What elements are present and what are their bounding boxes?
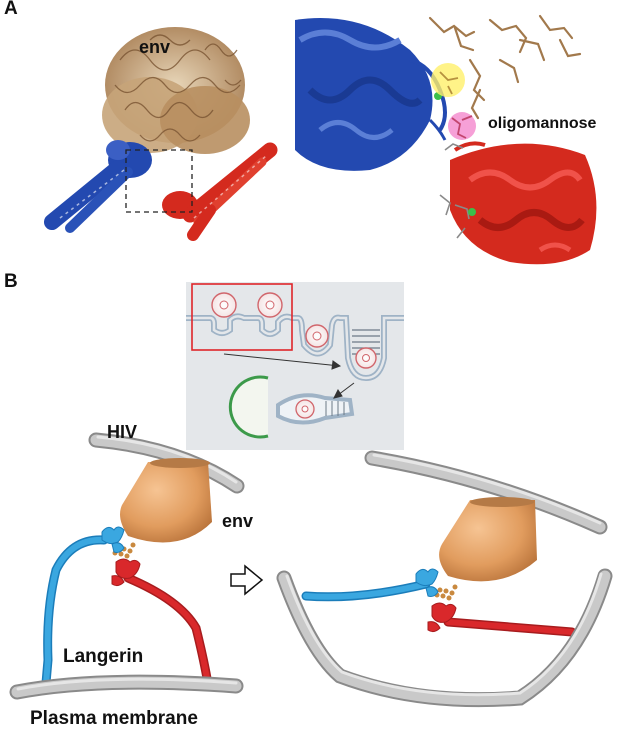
blue-crd-domain: [295, 18, 447, 171]
glycan-highlight-pink: [448, 112, 476, 140]
inset-virion-4: [355, 347, 377, 369]
env-glycans-brown: [428, 14, 582, 120]
plasma-membrane-label: Plasma membrane: [30, 708, 198, 729]
zoom-view: [295, 14, 597, 265]
langerin-chain-blue-structure: [44, 140, 152, 233]
langerin-red-crd-left: [111, 558, 141, 587]
oligomannose-label: oligomannose: [488, 115, 597, 132]
env-spike-right: [439, 497, 537, 582]
oligomannose-glycan-sticks: [451, 115, 473, 139]
state-before-binding: [9, 432, 245, 700]
langerin-red-crd-right: [427, 602, 457, 633]
inset-flow-arrows: [223, 353, 355, 399]
state-after-binding: [276, 450, 613, 708]
langerin-chain-red-structure: [162, 142, 278, 241]
inset-virion-3: [305, 324, 329, 348]
calcium-ion-red-site: [468, 208, 476, 216]
red-crd-domain: [450, 141, 597, 265]
side-chain-sticks: [439, 143, 470, 239]
panel-a-letter: A: [4, 0, 18, 19]
env-label-structure: env: [139, 37, 171, 57]
langerin-blue-crd-right: [415, 568, 439, 597]
zoom-region-box: [125, 149, 193, 213]
env-trimer-structure: [102, 27, 250, 154]
birbeck-granule: [276, 393, 355, 425]
inset-highlight-frame: [191, 283, 293, 351]
uptake-inset: [186, 282, 404, 450]
langerin-blue-crd-left: [101, 526, 125, 553]
env-spike-left: [120, 458, 212, 543]
inset-virion-1: [211, 292, 237, 318]
inset-virion-2: [257, 292, 283, 318]
inset-nucleus-arc: [228, 375, 269, 439]
hollow-right-arrow-icon: [230, 564, 264, 596]
env-label-schematic: env: [222, 511, 254, 531]
panel-b-letter: B: [4, 271, 18, 292]
hiv-label: HIV: [107, 422, 138, 442]
langerin-label: Langerin: [63, 646, 144, 667]
